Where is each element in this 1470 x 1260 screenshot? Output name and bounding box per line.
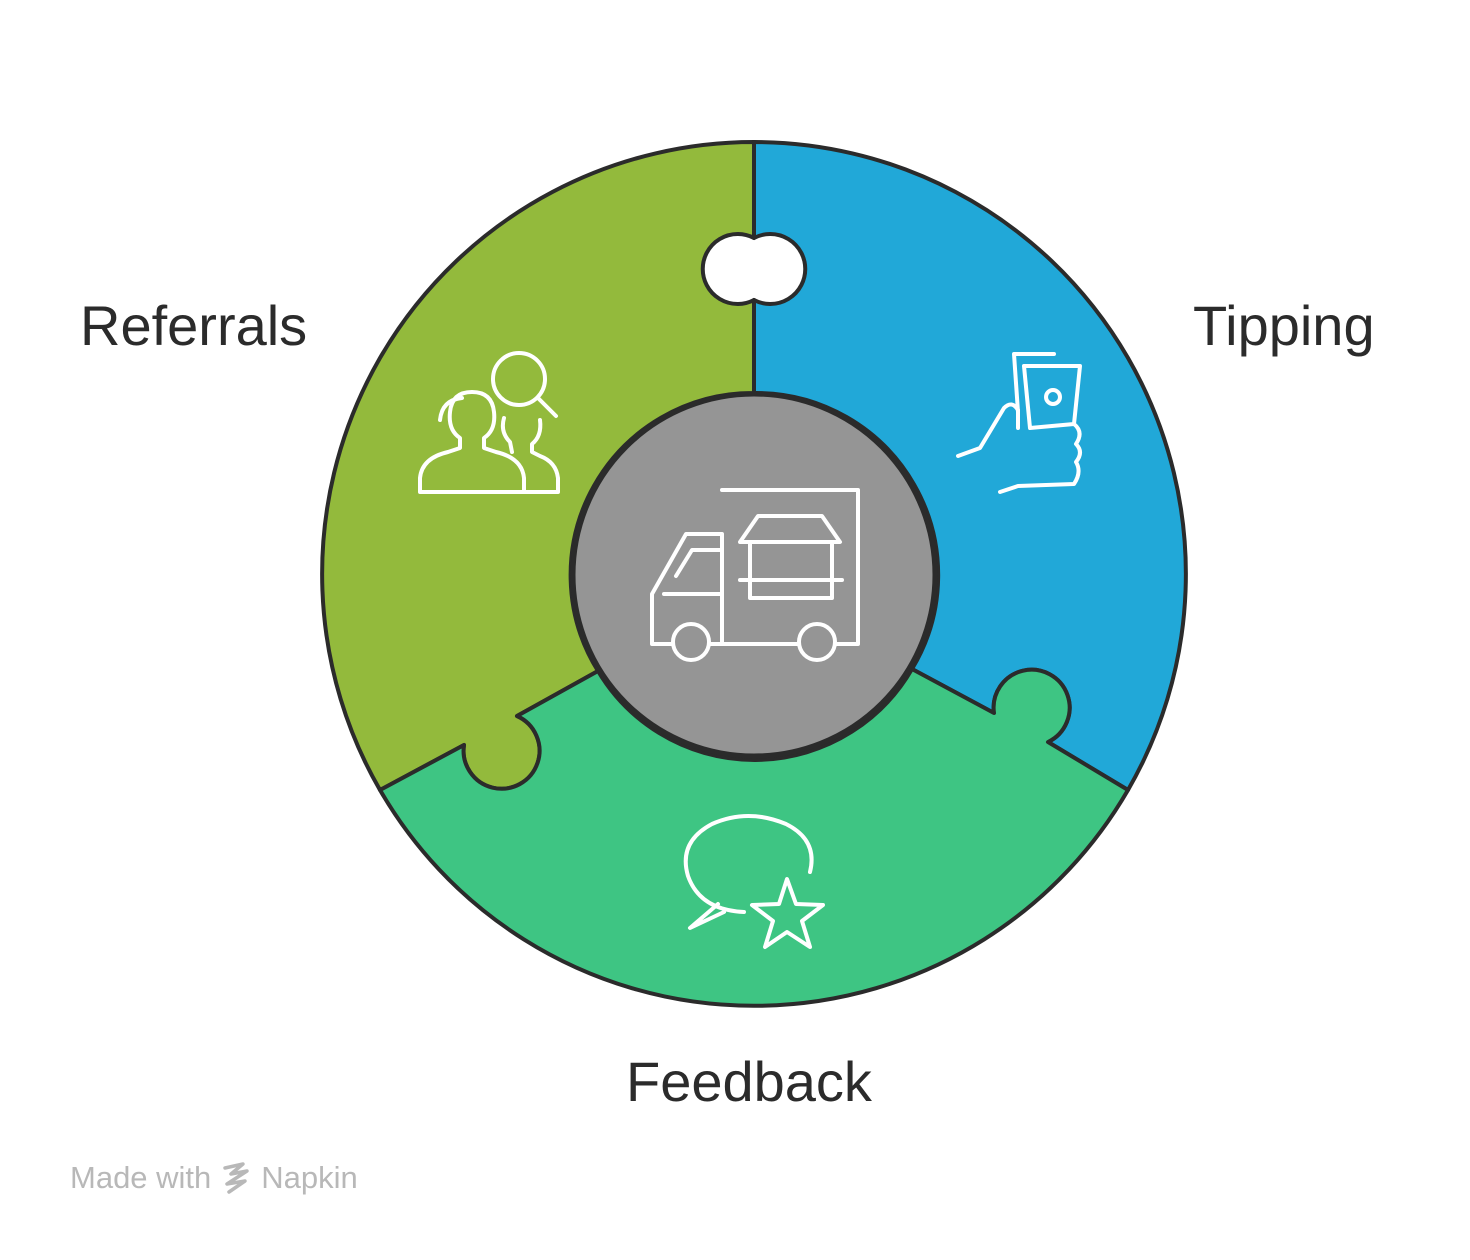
label-tipping: Tipping	[1193, 294, 1375, 357]
watermark-prefix: Made with	[70, 1160, 212, 1195]
food-truck-icon	[650, 488, 860, 662]
watermark: Made with Napkin	[70, 1160, 358, 1196]
label-feedback: Feedback	[626, 1050, 872, 1113]
segment-feedback	[378, 667, 1130, 1008]
label-referrals: Referrals	[80, 294, 308, 357]
watermark-brand: Napkin	[261, 1160, 358, 1195]
chat-star-icon	[683, 814, 825, 949]
hand-holding-phone-icon	[956, 352, 1082, 494]
napkin-logo-icon	[223, 1162, 250, 1194]
people-search-icon	[418, 351, 560, 494]
center-hub	[570, 391, 938, 759]
